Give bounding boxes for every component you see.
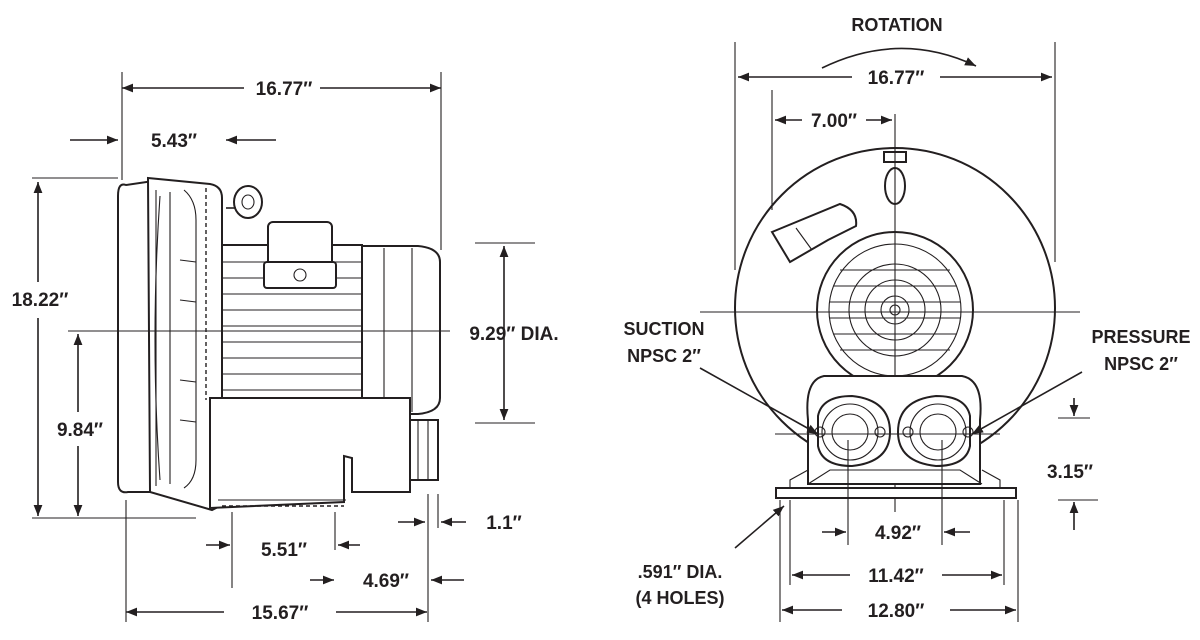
lifting-eye [226, 185, 263, 219]
label-suction-size: NPSC 2″ [627, 346, 701, 366]
front-view: ROTATION 16.77″ 7.00″ SUCTION NPSC 2″ PR… [624, 15, 1191, 622]
label-rotation: ROTATION [851, 15, 942, 35]
side-base-port [209, 397, 439, 510]
side-view: 16.77″ 5.43″ 18.22″ 9.29″ DIA. 9.84″ 5.5… [12, 72, 559, 624]
front-ports [775, 375, 1000, 485]
dim-port-height: 3.15″ [1047, 462, 1093, 483]
label-pressure: PRESSURE [1091, 327, 1190, 347]
dim-motor-dia: 9.29″ DIA. [469, 324, 558, 345]
label-hole-count: (4 HOLES) [635, 588, 724, 608]
front-base-plate [775, 469, 1017, 499]
dim-overall-length: 16.77″ [256, 79, 313, 100]
dim-port-offset: 4.69″ [363, 571, 409, 592]
dim-port-spacing: 4.92″ [875, 523, 921, 544]
label-pressure-size: NPSC 2″ [1104, 354, 1178, 374]
dim-flange-offset: 1.1″ [486, 513, 522, 534]
dim-half-width: 7.00″ [811, 111, 857, 132]
dim-base-length: 15.67″ [252, 603, 309, 624]
dim-front-overall-width: 16.77″ [868, 68, 925, 89]
dim-hole-spacing: 11.42″ [868, 566, 924, 587]
side-blower-housing [117, 176, 223, 512]
dim-base-width: 12.80″ [868, 601, 925, 622]
label-hole-dia: .591″ DIA. [638, 562, 723, 582]
dim-foot-span: 5.51″ [261, 540, 307, 561]
dim-height: 18.22″ [12, 290, 69, 311]
dim-inlet-offset: 5.43″ [151, 131, 197, 152]
dim-center-height: 9.84″ [57, 420, 103, 441]
terminal-box [263, 221, 337, 289]
label-suction: SUCTION [624, 319, 705, 339]
